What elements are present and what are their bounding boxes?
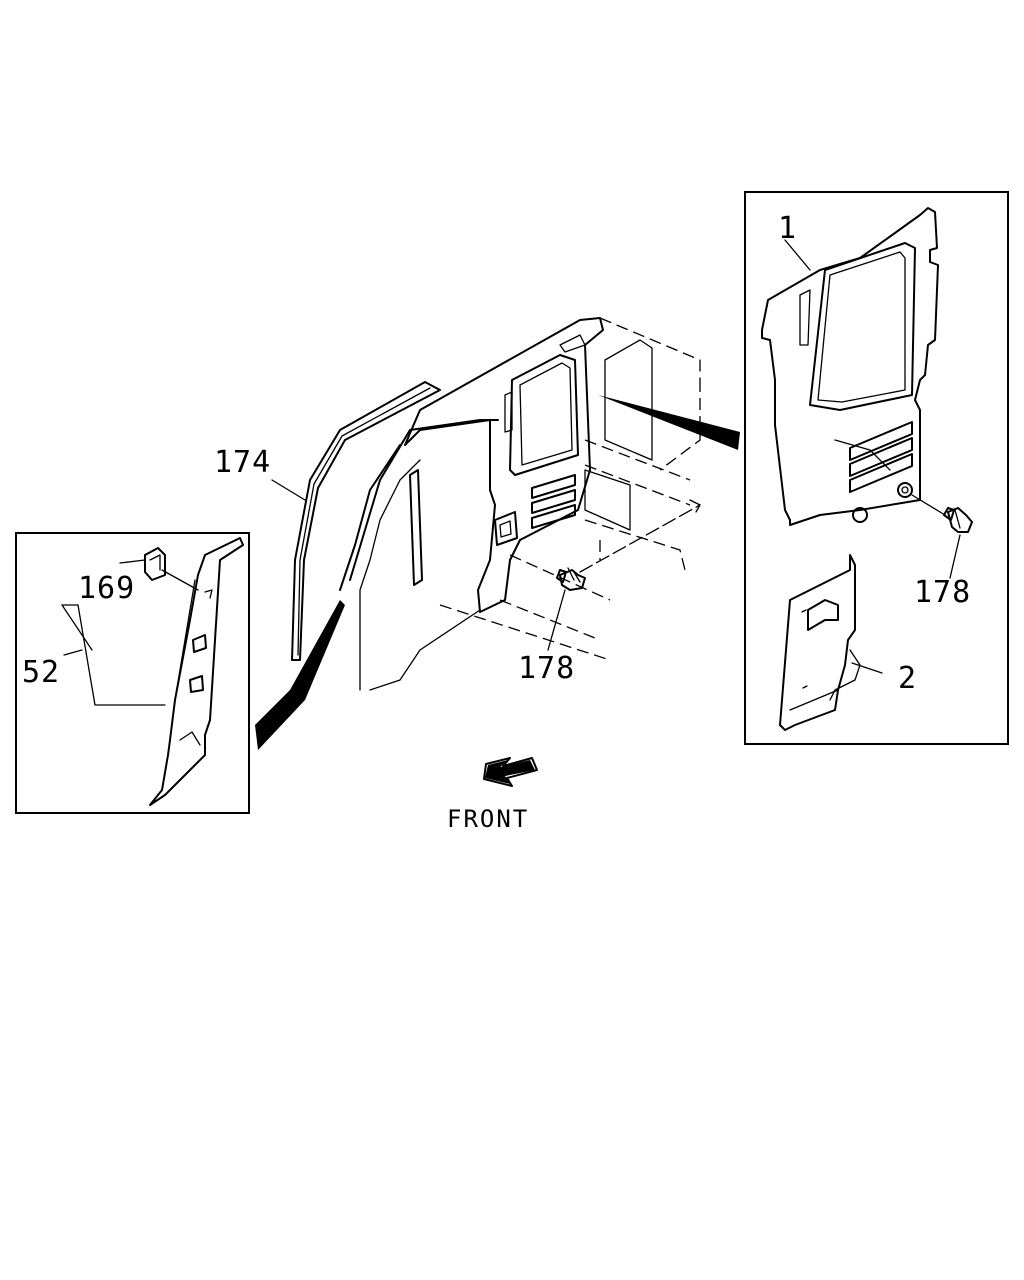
detail-leader-right: [598, 395, 740, 450]
lower-trim-panel-2: [779, 554, 861, 731]
callout-1: 1: [778, 211, 797, 246]
callout-178-detail: 178: [914, 575, 971, 610]
callout-178-main: 178: [518, 651, 575, 686]
clip-169-icon: [144, 547, 166, 581]
detail-leader-left: [255, 600, 345, 750]
clip-178-detail-icon: [943, 507, 973, 533]
callout-2: 2: [898, 661, 917, 696]
callout-174: 174: [214, 445, 271, 480]
detail-box-right: [744, 191, 1009, 745]
pillar-trim-52: [149, 537, 244, 806]
front-label: FRONT: [447, 805, 529, 833]
clip-178-main-icon: [556, 567, 586, 591]
callout-52: 52: [22, 655, 60, 690]
detail-box-left: [15, 532, 250, 814]
front-direction-arrow-icon: [483, 757, 538, 787]
cab-interior-view: [291, 317, 701, 691]
rear-trim-panel-1: [761, 207, 939, 526]
callout-169: 169: [78, 571, 135, 606]
